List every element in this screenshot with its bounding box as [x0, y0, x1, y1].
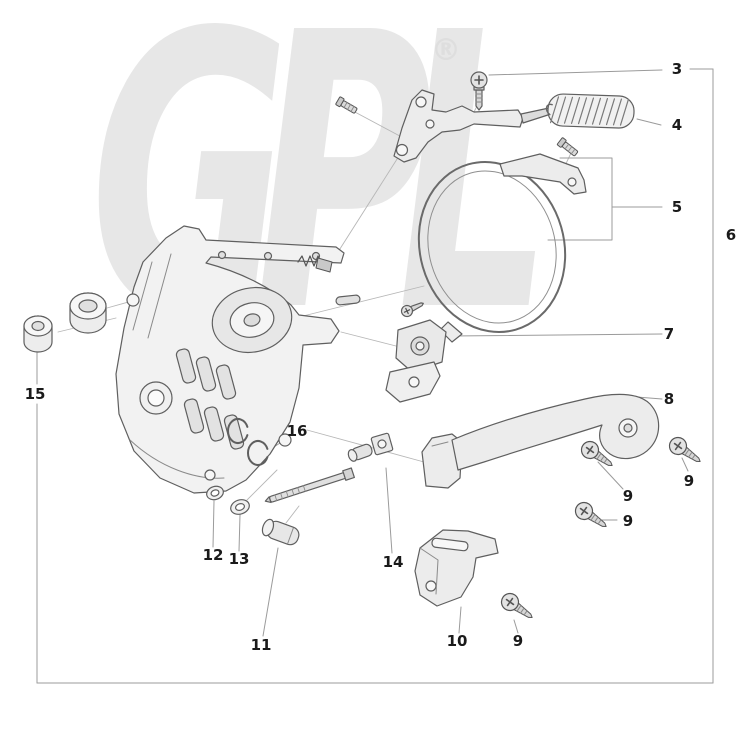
part-screw-3 [470, 71, 488, 111]
part-screw-9b [665, 433, 706, 470]
part-label-9c: 9 [623, 512, 633, 530]
part-label-4: 4 [672, 116, 682, 134]
part-label-10: 10 [447, 632, 468, 650]
bracket-lines [36, 68, 714, 684]
part-label-7: 7 [664, 325, 674, 343]
part-washer-12 [206, 485, 224, 501]
part-label-9b: 9 [623, 487, 633, 505]
part-label-9d: 9 [513, 632, 523, 650]
part-label-6: 6 [726, 226, 736, 244]
part-label-5: 5 [672, 198, 682, 216]
part-labels: 3 4 5 6 7 8 9 9 9 9 10 11 12 13 14 15 16 [25, 60, 737, 654]
part-barrel-nut [261, 518, 300, 546]
part-tensioner-screw [264, 467, 355, 504]
part-washer-13 [230, 499, 250, 515]
part-hand-guard [421, 393, 660, 489]
part-bushing-large [69, 292, 107, 334]
band-tab [439, 321, 463, 343]
part-tensioner-nut [347, 432, 394, 462]
cover-stud [335, 294, 361, 306]
part-label-9a: 9 [684, 472, 694, 490]
part-collar-small [23, 315, 53, 353]
part-screw-9c [571, 498, 612, 535]
band-bracket [499, 153, 587, 195]
part-circlips [227, 418, 269, 466]
part-pin-band [556, 136, 580, 158]
part-label-3: 3 [672, 60, 682, 78]
part-chain-catcher [414, 529, 499, 607]
part-chain-tensioner [385, 302, 447, 403]
part-screw-9d [497, 589, 538, 626]
guard-arm [451, 393, 660, 471]
part-label-16: 16 [287, 422, 308, 440]
part-brake-spring [545, 93, 635, 129]
part-label-12: 12 [203, 546, 224, 564]
part-label-15: 15 [25, 385, 46, 403]
cover-latch-spring [297, 255, 333, 273]
part-label-13: 13 [229, 550, 250, 568]
part-brake-band [417, 153, 587, 343]
part-label-8: 8 [664, 390, 674, 408]
part-label-11: 11 [251, 636, 272, 654]
part-label-14: 14 [383, 553, 404, 571]
part-clutch-cover [115, 225, 361, 494]
registered-mark-icon: ® [431, 33, 461, 68]
